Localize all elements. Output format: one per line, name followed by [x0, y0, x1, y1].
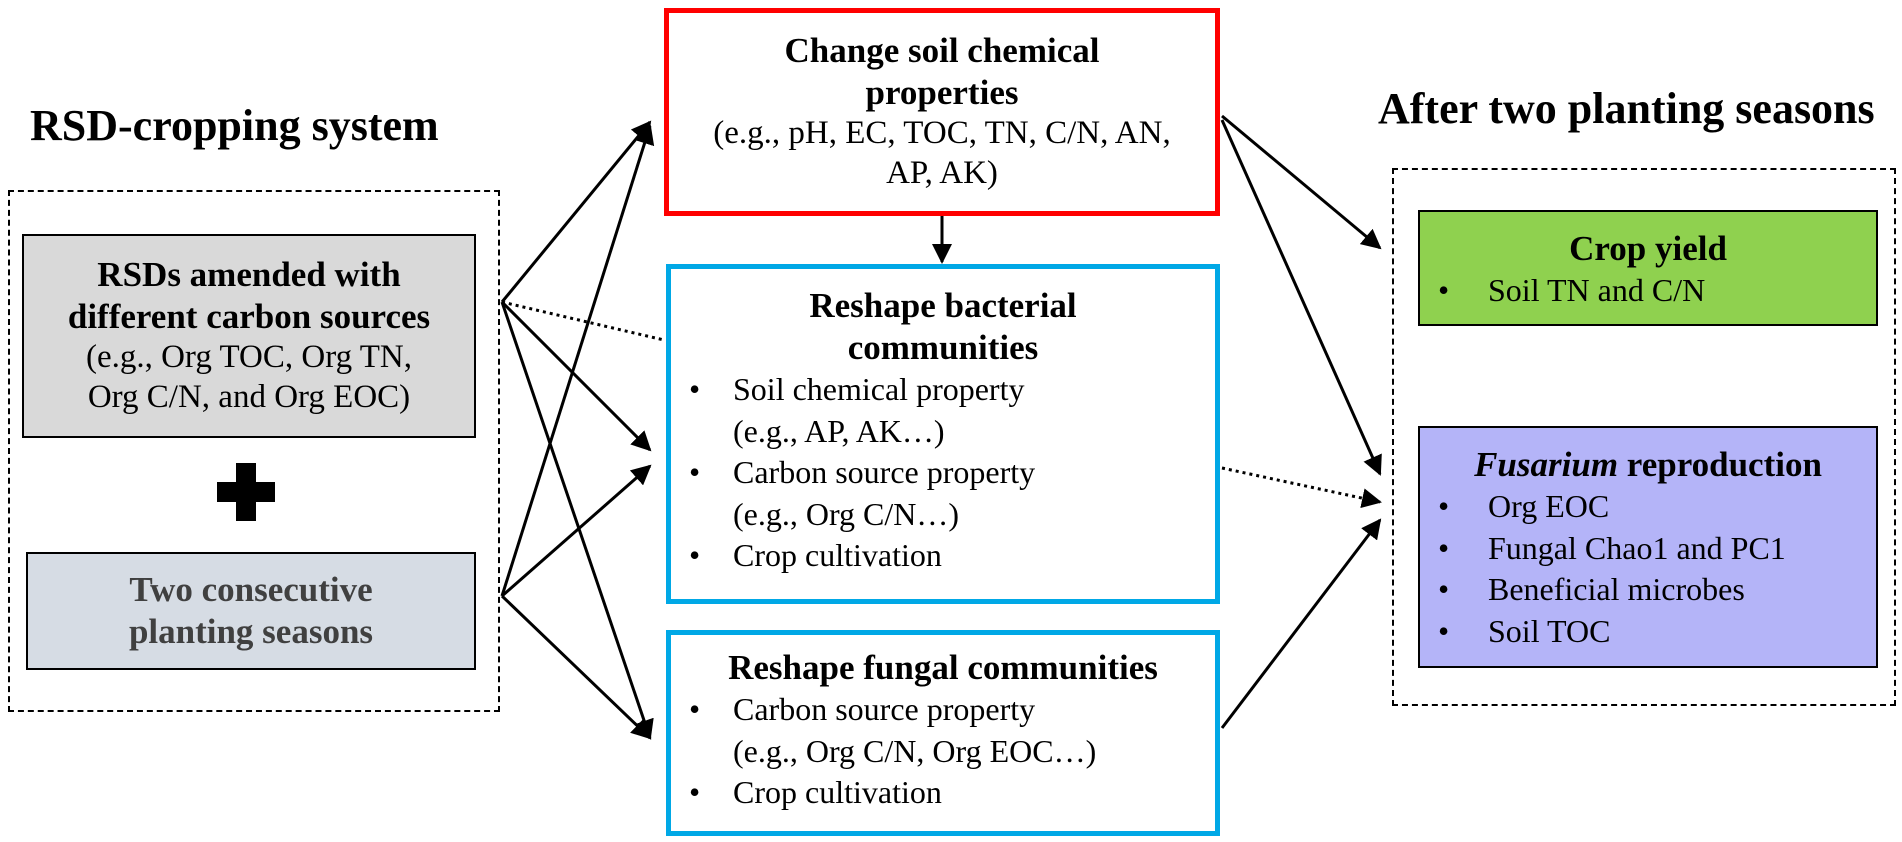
arrow-chem-to-fusarium — [1220, 119, 1382, 476]
right-heading: After two planting seasons — [1378, 84, 1875, 133]
rsd-carbon-box: RSDs amended with different carbon sourc… — [22, 234, 476, 438]
fusarium-item: Soil TOC — [1420, 611, 1876, 653]
fusarium-title: Fusarium reproduction — [1474, 444, 1822, 486]
crop-yield-list: Soil TN and C/N — [1420, 270, 1876, 312]
bact-item: Soil chemical property — [671, 369, 1215, 411]
fungal-title: Reshape fungal communities — [728, 648, 1158, 687]
bact-item-sub: (e.g., AP, AK…) — [733, 412, 945, 449]
fusarium-title-rest: reproduction — [1618, 445, 1822, 484]
arrow-fungal-to-fusarium — [1220, 518, 1382, 729]
right-group — [1392, 168, 1896, 706]
bact-title-line1: Reshape bacterial — [809, 286, 1077, 325]
rsd-title-line2: different carbon sources — [67, 297, 431, 337]
arrow-chem-to-yield — [1221, 114, 1382, 250]
seasons-line1: Two consecutive — [129, 570, 373, 609]
crop-yield-title: Crop yield — [1569, 229, 1727, 268]
arrow-rsd-to-bact — [500, 300, 652, 452]
fusarium-list: Org EOC Fungal Chao1 and PC1 Beneficial … — [1420, 486, 1876, 652]
fungal-item: Crop cultivation — [671, 772, 1215, 814]
fungal-list: Carbon source property (e.g., Org C/N, O… — [671, 689, 1215, 814]
bacterial-box: Reshape bacterial communities Soil chemi… — [666, 264, 1220, 604]
crop-yield-box: Crop yield Soil TN and C/N — [1418, 210, 1878, 326]
planting-seasons-box: Two consecutive planting seasons — [26, 552, 476, 670]
dotted-bact-to-fusarium — [1221, 466, 1382, 508]
crop-yield-item: Soil TN and C/N — [1420, 270, 1876, 312]
fusarium-item: Beneficial microbes — [1420, 569, 1876, 611]
left-group — [8, 190, 500, 712]
seasons-line2: planting seasons — [128, 612, 374, 651]
chem-title-line1: Change soil chemical — [784, 31, 1100, 71]
fungal-box: Reshape fungal communities Carbon source… — [666, 630, 1220, 836]
bact-title-line2: communities — [847, 328, 1039, 367]
fungal-item-sub: (e.g., Org C/N, Org EOC…) — [733, 732, 1097, 769]
chem-title-line2: properties — [865, 73, 1019, 113]
fusarium-box: Fusarium reproduction Org EOC Fungal Cha… — [1418, 426, 1878, 668]
rsd-examples-line2: Org C/N, and Org EOC) — [87, 379, 411, 415]
bact-item: Crop cultivation — [671, 535, 1215, 577]
fusarium-item: Fungal Chao1 and PC1 — [1420, 528, 1876, 570]
bact-item: Carbon source property — [671, 452, 1215, 494]
bact-list: Soil chemical property (e.g., AP, AK…) C… — [671, 369, 1215, 577]
arrow-seasons-to-fungal — [500, 594, 652, 740]
chem-examples-line1: (e.g., pH, EC, TOC, TN, C/N, AN, — [713, 115, 1171, 152]
fusarium-title-italic: Fusarium — [1474, 445, 1619, 484]
soil-chemical-box: Change soil chemical properties (e.g., p… — [664, 8, 1220, 216]
left-heading: RSD-cropping system — [30, 101, 439, 150]
bact-item-sub: (e.g., Org C/N…) — [733, 495, 960, 532]
chem-examples-line2: AP, AK) — [886, 155, 998, 191]
arrow-rsd-to-fungal — [500, 301, 654, 740]
arrow-seasons-to-chem — [500, 124, 655, 597]
rsd-examples-line1: (e.g., Org TOC, Org TN, — [85, 339, 413, 376]
rsd-title-line1: RSDs amended with — [97, 255, 401, 295]
arrow-rsd-to-chem — [500, 120, 652, 303]
fusarium-item: Org EOC — [1420, 486, 1876, 528]
fungal-item: Carbon source property — [671, 689, 1215, 731]
arrow-seasons-to-bact — [501, 464, 652, 598]
plus-icon — [217, 463, 275, 521]
